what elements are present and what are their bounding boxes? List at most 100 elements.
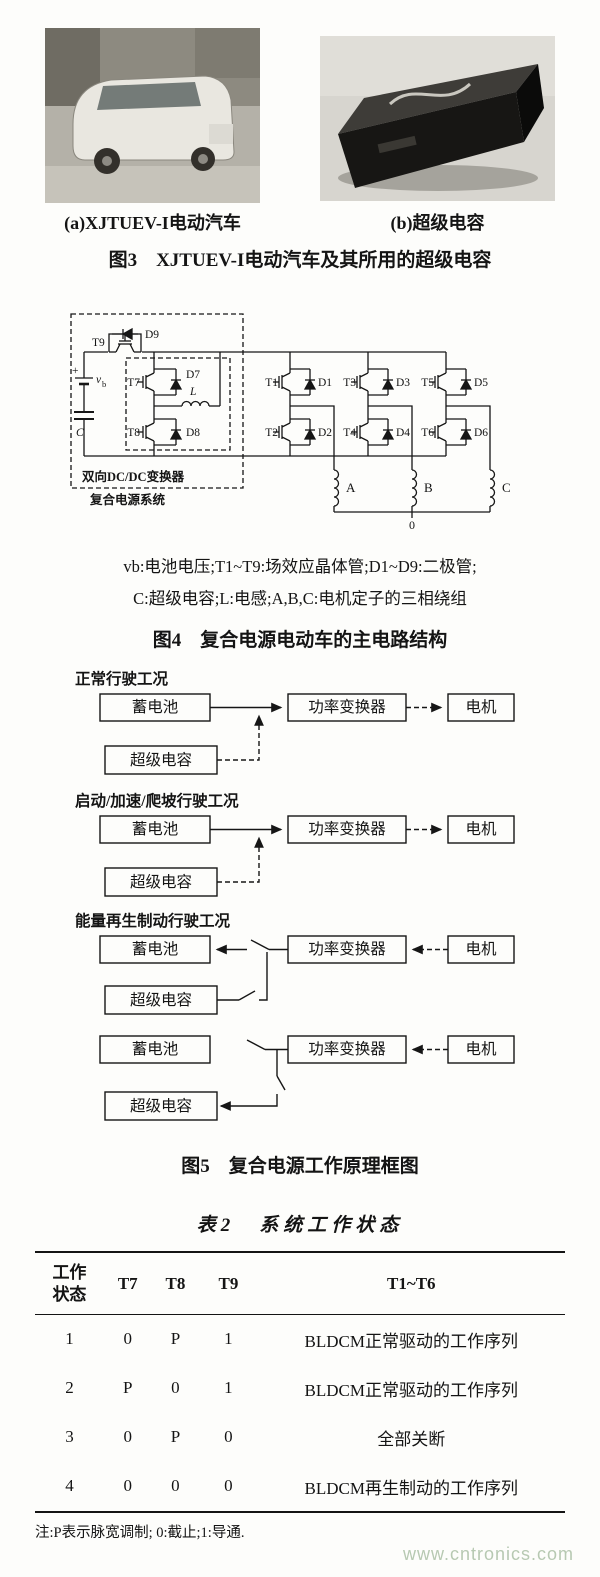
motor-box-3: 电机: [465, 940, 497, 958]
supercapacitor-photo-art: [320, 36, 555, 201]
neutral-label: 0: [409, 518, 415, 532]
motor-box-2: 电机: [465, 820, 497, 838]
scenario-regen-label: 能量再生制动行驶工况: [75, 911, 231, 930]
t8-label: T8: [127, 427, 140, 439]
d6-label: D6: [474, 427, 488, 439]
figure3-title: 图3 XJTUEV-I电动汽车及其所用的超级电容: [108, 250, 492, 271]
caption-supercap: (b)超级电容: [390, 213, 485, 233]
cell-seq-4: BLDCM再生制动的工作序列: [304, 1478, 519, 1498]
header-work-state: 工作 状态: [35, 1252, 104, 1315]
inductor-label: L: [189, 386, 196, 398]
d7-label: D7: [186, 369, 200, 381]
cell-t8-1: P: [170, 1329, 181, 1349]
phase-b-label: B: [424, 480, 433, 495]
cell-state-3: 3: [65, 1427, 74, 1447]
electric-vehicle-photo-art: [45, 28, 260, 203]
header-t7: T7: [103, 1252, 152, 1315]
cell-state-4: 4: [65, 1476, 74, 1496]
t7-label: T7: [127, 377, 140, 389]
phase-c-label: C: [502, 480, 511, 495]
cell-t7-1: 0: [123, 1329, 132, 1349]
legend-line-2: C:超级电容;L:电感;A,B,C:电机定子的三相绕组: [133, 589, 467, 609]
vb-sub-label: b: [102, 379, 106, 389]
table-row: 2 P 0 1 BLDCM正常驱动的工作序列: [35, 1364, 565, 1413]
d1-label: D1: [318, 377, 332, 389]
t1-label: T1: [265, 377, 278, 389]
table-row: 1 0 P 1 BLDCM正常驱动的工作序列: [35, 1314, 565, 1364]
d3-label: D3: [396, 377, 410, 389]
legend-line-1: vb:电池电压;T1~T9:场效应晶体管;D1~D9:二极管;: [123, 557, 477, 576]
d2-label: D2: [318, 427, 332, 439]
header-work-state-line1: 工作: [52, 1263, 87, 1283]
battery-box-3: 蓄电池: [132, 940, 179, 958]
table2-title: 表2 系统工作状态: [196, 1215, 404, 1237]
supercap-box-4: 超级电容: [130, 1097, 192, 1115]
d9-label: D9: [145, 329, 159, 341]
cell-t8-2: 0: [171, 1378, 180, 1398]
t3-label: T3: [343, 377, 356, 389]
t4-label: T4: [343, 427, 356, 439]
dcdc-converter-label: 双向DC/DC变换器: [81, 469, 185, 484]
cell-t9-3: 0: [224, 1427, 233, 1447]
cell-t9-4: 0: [224, 1476, 233, 1496]
caption-gap: [260, 209, 320, 235]
header-t9: T9: [199, 1252, 258, 1315]
converter-box-3: 功率变换器: [308, 940, 386, 958]
operating-principle-diagram: 正常行驶工况 蓄电池 功率变换器 电机 超级电容 启动/加速/爬坡行驶工况 蓄电…: [35, 668, 600, 1137]
figure3-photos: [0, 0, 600, 203]
table2-section: 表2 系统工作状态 工作 状态 T7 T8 T9 T1~T6 1 0 P 1 B…: [0, 1210, 600, 1542]
caption-vehicle: (a)XJTUEV-I电动汽车: [64, 213, 241, 233]
figure3-photo-captions: (a)XJTUEV-I电动汽车 (b)超级电容: [0, 209, 600, 235]
battery-box-2: 蓄电池: [132, 820, 179, 838]
d5-label: D5: [474, 377, 488, 389]
figure4-legend: vb:电池电压;T1~T9:场效应晶体管;D1~D9:二极管; C:超级电容;L…: [0, 551, 600, 615]
cell-seq-2: BLDCM正常驱动的工作序列: [304, 1380, 519, 1400]
supercap-box-3: 超级电容: [130, 991, 192, 1009]
table-row: 4 0 0 0 BLDCM再生制动的工作序列: [35, 1462, 565, 1512]
cell-t9-2: 1: [224, 1378, 233, 1398]
electric-vehicle-photo: [45, 28, 260, 203]
operating-principle-svg: 正常行驶工况 蓄电池 功率变换器 电机 超级电容 启动/加速/爬坡行驶工况 蓄电…: [75, 669, 515, 1122]
cell-t7-2: P: [123, 1378, 133, 1398]
site-watermark: www.cntronics.com: [402, 1544, 574, 1564]
cell-t7-3: 0: [123, 1427, 132, 1447]
cell-seq-3: 全部关断: [377, 1429, 446, 1449]
table-header-row: 工作 状态 T7 T8 T9 T1~T6: [35, 1252, 565, 1315]
system-state-table: 工作 状态 T7 T8 T9 T1~T6 1 0 P 1 BLDCM正常驱动的工…: [35, 1251, 565, 1513]
d4-label: D4: [396, 427, 410, 439]
table-row: 3 0 P 0 全部关断: [35, 1413, 565, 1462]
header-t1-t6: T1~T6: [257, 1252, 565, 1315]
converter-box-2: 功率变换器: [308, 820, 386, 838]
cell-t8-4: 0: [171, 1476, 180, 1496]
motor-box-1: 电机: [465, 698, 497, 716]
phase-a-label: A: [346, 480, 356, 495]
motor-box-4: 电机: [465, 1040, 497, 1058]
hybrid-system-label: 复合电源系统: [89, 492, 166, 507]
cell-state-1: 1: [65, 1329, 74, 1349]
figure4-title: 图4 复合电源电动车的主电路结构: [152, 630, 448, 652]
supercap-box-1: 超级电容: [130, 751, 192, 769]
header-t8: T8: [151, 1252, 200, 1315]
table2-note: 注:P表示脉宽调制; 0:截止;1:导通.: [35, 1524, 245, 1541]
capacitor-label: C: [76, 427, 84, 439]
t5-label: T5: [421, 377, 434, 389]
figure5-title: 图5 复合电源工作原理框图: [181, 1156, 419, 1178]
main-circuit-svg: + v b C T9 D9 T7 D7 T8 D8 L T1 D1 T2 D2 …: [70, 313, 511, 532]
vb-label: v: [96, 374, 102, 386]
header-work-state-line2: 状态: [52, 1284, 87, 1304]
converter-box-1: 功率变换器: [308, 698, 386, 716]
battery-box-1: 蓄电池: [132, 698, 179, 716]
t2-label: T2: [265, 427, 278, 439]
battery-plus-label: +: [72, 365, 79, 377]
t9-label: T9: [92, 337, 105, 349]
scenario-accel-label: 启动/加速/爬坡行驶工况: [75, 791, 239, 810]
d8-label: D8: [186, 427, 200, 439]
scenario-normal-label: 正常行驶工况: [75, 669, 169, 688]
t6-label: T6: [421, 427, 434, 439]
cell-t7-4: 0: [123, 1476, 132, 1496]
converter-box-4: 功率变换器: [308, 1040, 386, 1058]
cell-t8-3: P: [170, 1427, 181, 1447]
main-circuit-diagram: + v b C T9 D9 T7 D7 T8 D8 L T1 D1 T2 D2 …: [68, 294, 600, 537]
cell-t9-1: 1: [224, 1329, 233, 1349]
battery-box-4: 蓄电池: [132, 1040, 179, 1058]
